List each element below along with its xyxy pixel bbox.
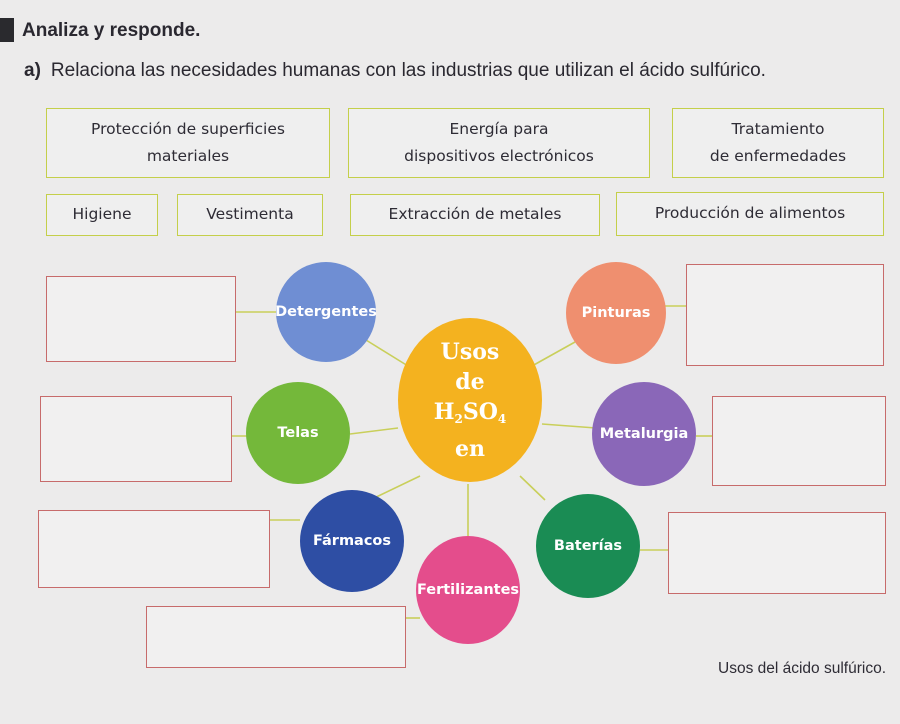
use-circle-fertilizantes: Fertilizantes (416, 536, 520, 644)
answer-box-fertilizantes[interactable] (146, 606, 406, 668)
option-line: Energía para (449, 119, 549, 138)
question-number-marker (0, 18, 14, 42)
option-extraccion[interactable]: Extracción de metales (350, 194, 600, 236)
option-tratamiento[interactable]: Tratamiento de enfermedades (672, 108, 884, 178)
answer-box-metalurgia[interactable] (712, 396, 886, 486)
center-line-en: en (455, 435, 485, 462)
answer-box-pinturas[interactable] (686, 264, 884, 366)
answer-box-telas[interactable] (40, 396, 232, 482)
option-proteccion[interactable]: Protección de superficies materiales (46, 108, 330, 178)
subquestion: a) Relaciona las necesidades humanas con … (24, 60, 766, 82)
option-line: dispositivos electrónicos (404, 147, 594, 165)
option-higiene[interactable]: Higiene (46, 194, 158, 236)
answer-box-farmacos[interactable] (38, 510, 270, 588)
diagram-caption: Usos del ácido sulfúrico. (718, 660, 886, 677)
use-circle-detergentes: Detergentes (275, 262, 377, 362)
option-energia[interactable]: Energía para dispositivos electrónicos (348, 108, 650, 178)
formula-sub-2: 2 (454, 411, 463, 426)
answer-box-baterias[interactable] (668, 512, 886, 594)
formula-so: SO (462, 398, 498, 425)
center-line-usos: Usos (440, 338, 500, 365)
option-vestimenta[interactable]: Vestimenta (177, 194, 323, 236)
option-line: materiales (146, 147, 230, 165)
use-circle-metalurgia: Metalurgia (592, 382, 696, 486)
subquestion-text: Relaciona las necesidades humanas con la… (50, 60, 766, 81)
answer-box-detergentes[interactable] (46, 276, 236, 362)
use-circle-farmacos: Fármacos (300, 490, 404, 592)
center-line-de: de (455, 368, 485, 395)
option-line: de enfermedades (709, 147, 847, 165)
use-circle-pinturas: Pinturas (566, 262, 666, 364)
subquestion-letter: a) (24, 60, 41, 81)
formula-h: H (433, 398, 455, 425)
option-produccion[interactable]: Producción de alimentos (616, 192, 884, 236)
center-circle: Usos de H2SO4 en (398, 318, 542, 482)
option-line: Tratamiento (731, 119, 825, 138)
exercise-heading: Analiza y responde. (22, 20, 201, 41)
use-circle-telas: Telas (246, 382, 350, 484)
use-circle-baterias: Baterías (536, 494, 640, 598)
center-formula: H2SO4 (398, 397, 542, 434)
option-line: Protección de superficies (91, 119, 285, 138)
formula-sub-4: 4 (497, 411, 507, 426)
